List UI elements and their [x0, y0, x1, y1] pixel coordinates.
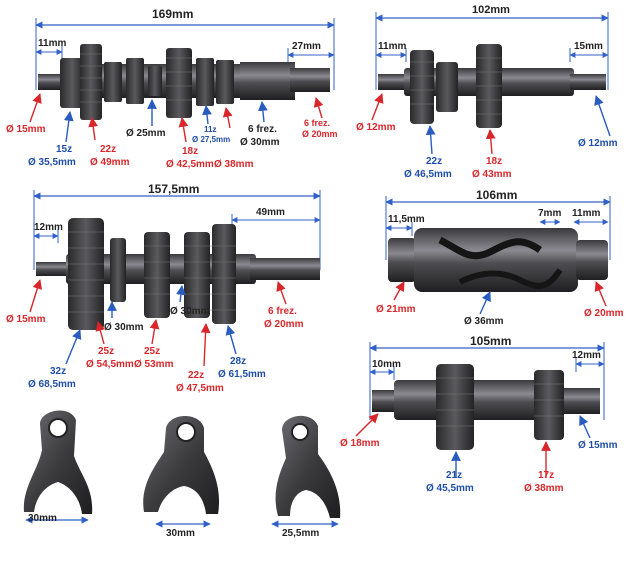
shaft2-gear1-d: Ø 46,5mm	[404, 169, 452, 180]
shaft-2-arrows	[371, 93, 611, 155]
fork2-width: 30mm	[166, 528, 195, 539]
shaft-2	[375, 12, 609, 128]
shaft3-gear2-d: Ø 54,5mm	[86, 359, 134, 370]
shaft2-d-left: Ø 12mm	[356, 122, 396, 133]
shift-drum	[385, 196, 611, 292]
shaft2-gear2-teeth: 18z	[486, 156, 503, 167]
shaft-1	[35, 18, 335, 120]
shift-fork-2	[143, 416, 220, 528]
shaft1-gear2-d: Ø 49mm	[90, 157, 130, 168]
shaft3-gear1-d: Ø 68,5mm	[28, 379, 76, 390]
shaft3-d-left: Ø 15mm	[6, 314, 46, 325]
shaft2-length: 102mm	[472, 4, 510, 16]
shaft1-end-d: Ø 20mm	[302, 129, 338, 139]
drum-length: 106mm	[476, 188, 518, 202]
shaft-1-arrows	[29, 93, 324, 143]
drum-d-mid: Ø 36mm	[464, 316, 504, 327]
shaft3-d-shaft2: Ø 30mm	[170, 306, 210, 317]
shaft2-d-right: Ø 12mm	[578, 138, 618, 149]
shaft4-gear1-d: Ø 45,5mm	[426, 483, 474, 494]
shaft3-gear3-teeth: 25z	[144, 346, 161, 357]
shift-fork-1	[23, 410, 93, 524]
shaft1-gear1-teeth: 15z	[56, 144, 73, 155]
shaft1-left-length: 11mm	[38, 38, 67, 49]
shaft4-gear2-teeth: 17z	[538, 470, 555, 481]
drum-left-length: 11,5mm	[388, 214, 425, 225]
shaft1-gear3-teeth: 18z	[182, 146, 199, 157]
fork1-width: 30mm	[28, 513, 57, 524]
shaft3-right-length: 49mm	[256, 207, 285, 218]
shaft3-spline-d: Ø 20mm	[264, 319, 304, 330]
shaft1-gear1-d: Ø 35,5mm	[28, 157, 76, 168]
drum-d-right: Ø 20mm	[584, 308, 624, 319]
shaft1-gear2-teeth: 22z	[100, 144, 117, 155]
shaft4-right-length: 12mm	[572, 350, 601, 361]
shaft1-gear4-d: Ø 27,5mm	[192, 135, 231, 144]
shaft1-splines: 6 frez.	[248, 124, 277, 135]
drum-mid-length: 7mm	[538, 208, 562, 219]
shaft1-d-left: Ø 15mm	[6, 124, 46, 135]
fork3-width: 25,5mm	[282, 528, 320, 539]
shaft3-gear2-teeth: 25z	[98, 346, 115, 357]
shift-fork-3	[271, 415, 341, 528]
shaft1-shaft-d: Ø 25mm	[126, 128, 166, 139]
drum-right-length: 11mm	[572, 208, 601, 219]
shaft1-right-length: 27mm	[292, 41, 321, 52]
shaft2-right-length: 15mm	[574, 41, 603, 52]
shaft3-length: 157,5mm	[148, 182, 200, 196]
shaft3-gear3-d: Ø 53mm	[134, 359, 174, 370]
shaft-4-arrows	[355, 413, 591, 478]
shaft4-gear2-d: Ø 38mm	[524, 483, 564, 494]
shaft3-gear4-d: Ø 47,5mm	[176, 383, 224, 394]
shaft-3	[33, 190, 321, 330]
shaft3-gear5-d: Ø 61,5mm	[218, 369, 266, 380]
shaft-4	[369, 342, 605, 450]
shaft3-gear5-teeth: 28z	[230, 356, 247, 367]
shaft3-left-length: 12mm	[34, 222, 63, 233]
shaft-3-arrows	[29, 279, 287, 367]
shaft1-gear4-teeth: 11z	[204, 125, 217, 134]
shaft3-gear1-teeth: 32z	[50, 366, 67, 377]
shaft4-left-length: 10mm	[372, 359, 401, 370]
shaft4-d-right: Ø 15mm	[578, 440, 618, 451]
shaft4-gear1-teeth: 21z	[446, 470, 463, 481]
shaft3-d-shaft: Ø 30mm	[104, 322, 144, 333]
shaft2-gear1-teeth: 22z	[426, 156, 443, 167]
shaft1-gear3-d: Ø 42,5mm	[166, 159, 214, 170]
shaft3-splines: 6 frez.	[268, 306, 297, 317]
shaft1-spline-d: Ø 30mm	[240, 137, 280, 148]
shaft1-length: 169mm	[152, 7, 194, 21]
shaft3-gear4-teeth: 22z	[188, 370, 205, 381]
shift-drum-arrows	[393, 281, 607, 315]
shaft1-end-splines: 6 frez.	[304, 118, 331, 128]
shaft4-d-left: Ø 18mm	[340, 438, 380, 449]
shaft2-left-length: 11mm	[378, 41, 407, 52]
shaft1-d-mid: Ø 38mm	[214, 159, 254, 170]
drum-d-left: Ø 21mm	[376, 304, 416, 315]
shaft4-length: 105mm	[470, 334, 512, 348]
shaft2-gear2-d: Ø 43mm	[472, 169, 512, 180]
